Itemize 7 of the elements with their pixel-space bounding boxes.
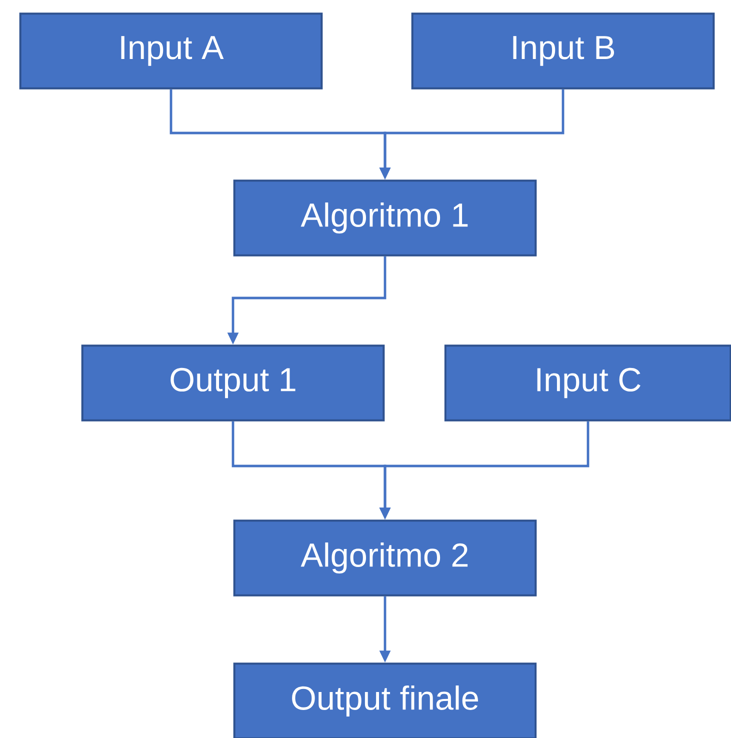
process-box: Output finale: [233, 662, 537, 738]
process-box: Output 1: [81, 344, 385, 422]
process-box: Input A: [19, 12, 323, 90]
process-box: Algoritmo 1: [233, 180, 537, 256]
process-box: Algoritmo 2: [233, 520, 537, 596]
process-box: Input B: [411, 12, 715, 90]
process-box: Input C: [444, 344, 731, 422]
